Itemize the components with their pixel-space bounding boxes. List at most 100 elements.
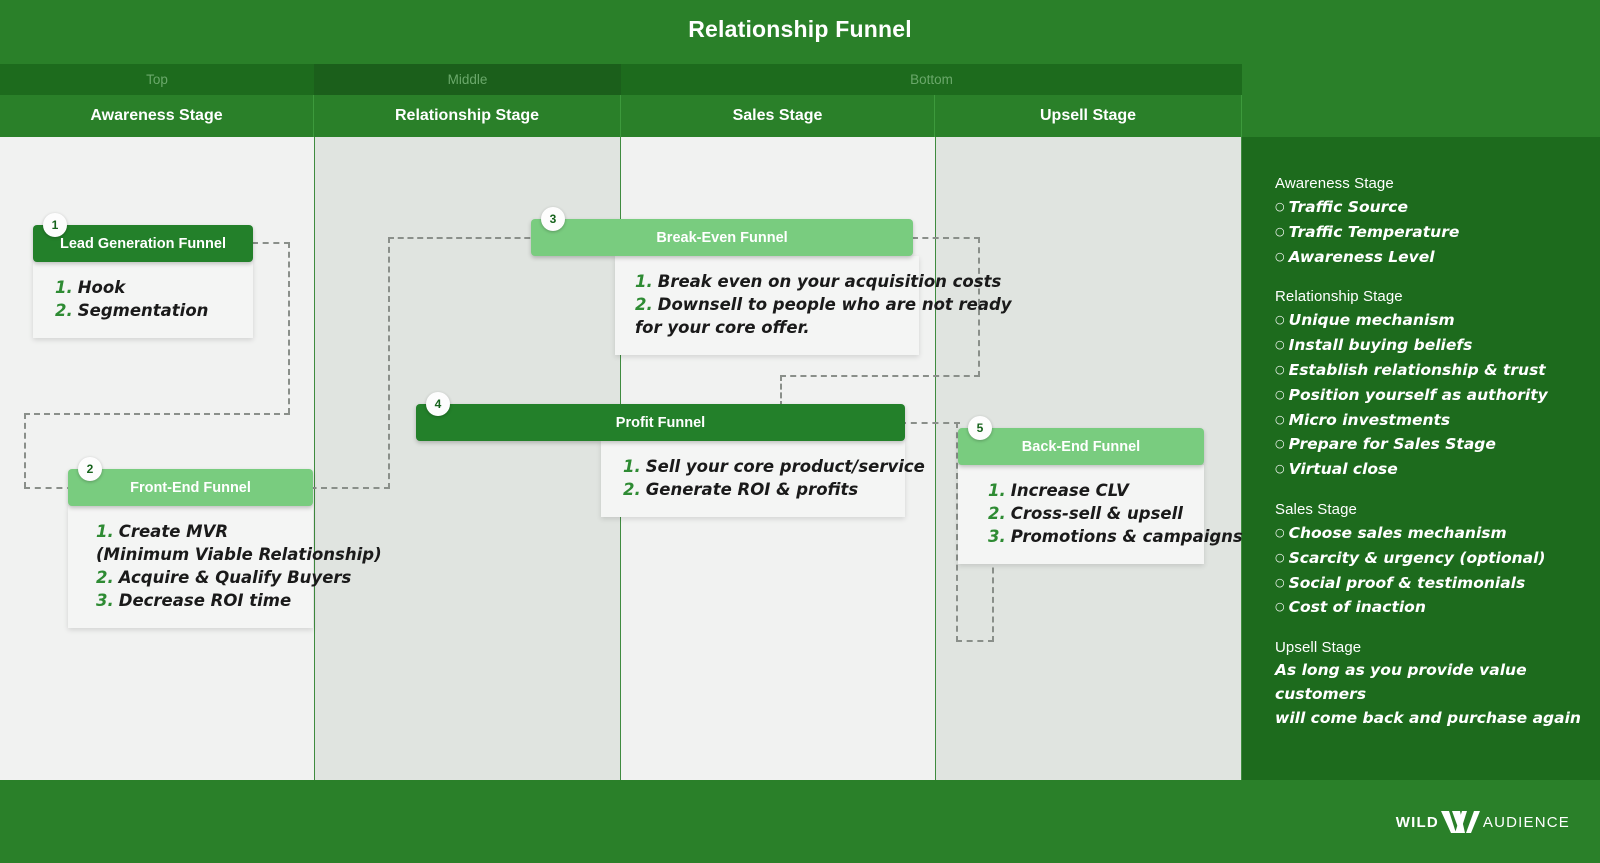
card-list-item: 1.Hook xyxy=(55,276,235,299)
card-header[interactable]: 2 Front-End Funnel xyxy=(68,457,313,506)
card-list-item: 1.Sell your core product/service xyxy=(623,455,925,478)
item-text: Generate ROI & profits xyxy=(645,480,859,499)
card-list-item: 2.Acquire & Qualify Buyers xyxy=(96,566,351,589)
info-group-heading: Relationship Stage xyxy=(1275,288,1403,306)
info-list-item: ○Prepare for Sales Stage xyxy=(1275,432,1600,457)
bullet-icon: ○ xyxy=(1275,575,1285,589)
info-item-text: Traffic Source xyxy=(1288,198,1408,216)
connector-4-5-seg2 xyxy=(956,422,958,642)
title-bar: Relationship Funnel xyxy=(0,0,1600,64)
info-item-text: Choose sales mechanism xyxy=(1288,523,1507,542)
card-header[interactable]: 5 Back-End Funnel xyxy=(958,416,1204,465)
card-break-even-funnel[interactable]: 3 Break-Even Funnel 1.Break even on your… xyxy=(531,207,1012,355)
info-item-text: Virtual close xyxy=(1288,460,1398,479)
connector-1-2-seg5 xyxy=(24,487,84,489)
connector-4-5-seg3 xyxy=(956,640,994,642)
item-number: 2. xyxy=(635,295,653,314)
card-body: 1.Sell your core product/service 2.Gener… xyxy=(601,441,925,517)
info-list-item: ○Install buying beliefs xyxy=(1275,333,1600,358)
connector-2-3-seg3 xyxy=(388,237,540,239)
info-group-upsell: Upsell Stage As long as you provide valu… xyxy=(1275,639,1600,730)
info-item-text: Prepare for Sales Stage xyxy=(1288,435,1496,454)
info-panel: Awareness Stage ○Traffic Source ○Traffic… xyxy=(1242,137,1600,780)
stage-header-upsell: Upsell Stage xyxy=(935,95,1242,137)
info-list-item: ○Traffic Temperature xyxy=(1275,220,1600,245)
item-text: Break even on your acquisition costs xyxy=(657,272,1002,291)
card-badge: 5 xyxy=(968,416,992,440)
connector-3-4-seg3 xyxy=(780,375,980,377)
info-group-heading: Awareness Stage xyxy=(1275,175,1394,192)
connector-1-2-seg1 xyxy=(252,242,290,244)
card-header[interactable]: 3 Break-Even Funnel xyxy=(531,207,913,256)
card-back-end-funnel[interactable]: 5 Back-End Funnel 1.Increase CLV 2.Cross… xyxy=(958,416,1243,564)
info-list-item: ○Scarcity & urgency (optional) xyxy=(1275,546,1600,571)
card-body: 1.Create MVR(Minimum Viable Relationship… xyxy=(68,506,382,628)
item-number: 2. xyxy=(55,301,73,320)
tier-band-middle: Middle xyxy=(314,64,621,95)
item-text: Downsell to people who are not ready xyxy=(657,295,1012,314)
card-title: Back-End Funnel xyxy=(1021,438,1141,455)
card-list-item: 1.Break even on your acquisition costs xyxy=(635,270,1001,293)
info-item-text: Scarcity & urgency (optional) xyxy=(1288,548,1546,567)
footer-bar: WILD AUDIENCE xyxy=(0,780,1600,863)
card-profit-funnel[interactable]: 4 Profit Funnel 1.Sell your core product… xyxy=(416,392,925,517)
card-title: Profit Funnel xyxy=(615,414,706,431)
card-lead-generation-funnel[interactable]: 1 Lead Generation Funnel 1.Hook 2.Segmen… xyxy=(33,213,253,338)
bullet-icon: ○ xyxy=(1275,525,1285,539)
info-list-item: ○Virtual close xyxy=(1275,457,1600,482)
stage-header-relationship: Relationship Stage xyxy=(314,95,621,137)
connector-1-2-seg4 xyxy=(24,413,26,488)
connector-3-4-seg4 xyxy=(780,375,782,407)
bullet-icon: ○ xyxy=(1275,338,1285,352)
item-text: Acquire & Qualify Buyers xyxy=(118,568,352,587)
card-list-item: 3.Promotions & campaigns xyxy=(988,525,1243,548)
card-list-item: 1.Increase CLV xyxy=(988,479,1186,502)
item-text: Create MVR xyxy=(118,522,229,541)
info-list-item: ○Social proof & testimonials xyxy=(1275,571,1600,596)
info-group-awareness: Awareness Stage ○Traffic Source ○Traffic… xyxy=(1275,175,1600,269)
item-number: 2. xyxy=(96,568,114,587)
info-list-item: ○Traffic Source xyxy=(1275,195,1600,220)
item-text: Hook xyxy=(77,278,126,297)
item-text: Increase CLV xyxy=(1010,481,1129,500)
bullet-icon: ○ xyxy=(1275,550,1285,564)
info-note-line2: will come back and purchase again xyxy=(1275,708,1581,727)
info-note-line1: As long as you provide value customers xyxy=(1275,661,1527,703)
card-badge: 2 xyxy=(78,457,102,481)
info-item-text: Traffic Temperature xyxy=(1288,222,1460,241)
card-list-item: 2.Segmentation xyxy=(55,299,235,322)
card-body: 1.Increase CLV 2.Cross-sell & upsell 3.P… xyxy=(958,465,1243,564)
info-list-item: ○Position yourself as authority xyxy=(1275,383,1600,408)
item-number: 3. xyxy=(988,527,1006,546)
card-body: 1.Break even on your acquisition costs 2… xyxy=(615,256,1012,355)
info-group-heading: Upsell Stage xyxy=(1275,639,1362,657)
info-group-relationship: Relationship Stage ○Unique mechanism ○In… xyxy=(1275,288,1600,482)
bullet-icon: ○ xyxy=(1275,200,1285,213)
item-text: Decrease ROI time xyxy=(118,591,292,610)
info-item-text: Install buying beliefs xyxy=(1288,336,1473,355)
connector-3-4-seg1 xyxy=(912,237,980,239)
connector-3-4-seg2 xyxy=(978,237,980,377)
bullet-icon: ○ xyxy=(1275,387,1285,401)
bullet-icon: ○ xyxy=(1275,362,1285,376)
card-title: Front-End Funnel xyxy=(130,479,251,496)
logo-w-mark-icon xyxy=(1439,807,1483,837)
card-badge: 3 xyxy=(541,207,565,231)
connector-2-3-seg1 xyxy=(300,487,390,489)
card-badge: 1 xyxy=(43,213,67,237)
info-group-sales: Sales Stage ○Choose sales mechanism ○Sca… xyxy=(1275,501,1600,620)
bullet-icon: ○ xyxy=(1275,600,1285,614)
bullet-icon: ○ xyxy=(1275,412,1285,426)
info-group-heading: Sales Stage xyxy=(1275,500,1357,518)
info-item-text: Position yourself as authority xyxy=(1288,385,1548,404)
card-front-end-funnel[interactable]: 2 Front-End Funnel 1.Create MVR(Minimum … xyxy=(68,457,382,628)
tier-band-bottom: Bottom xyxy=(621,64,1242,95)
card-header[interactable]: 4 Profit Funnel xyxy=(416,392,905,441)
info-list-item: ○Cost of inaction xyxy=(1275,595,1600,620)
item-number: 1. xyxy=(96,522,114,541)
card-body: 1.Hook 2.Segmentation xyxy=(33,262,253,338)
info-item-text: Awareness Level xyxy=(1288,247,1435,266)
card-header[interactable]: 1 Lead Generation Funnel xyxy=(33,213,253,262)
info-item-text: Micro investments xyxy=(1288,410,1451,429)
